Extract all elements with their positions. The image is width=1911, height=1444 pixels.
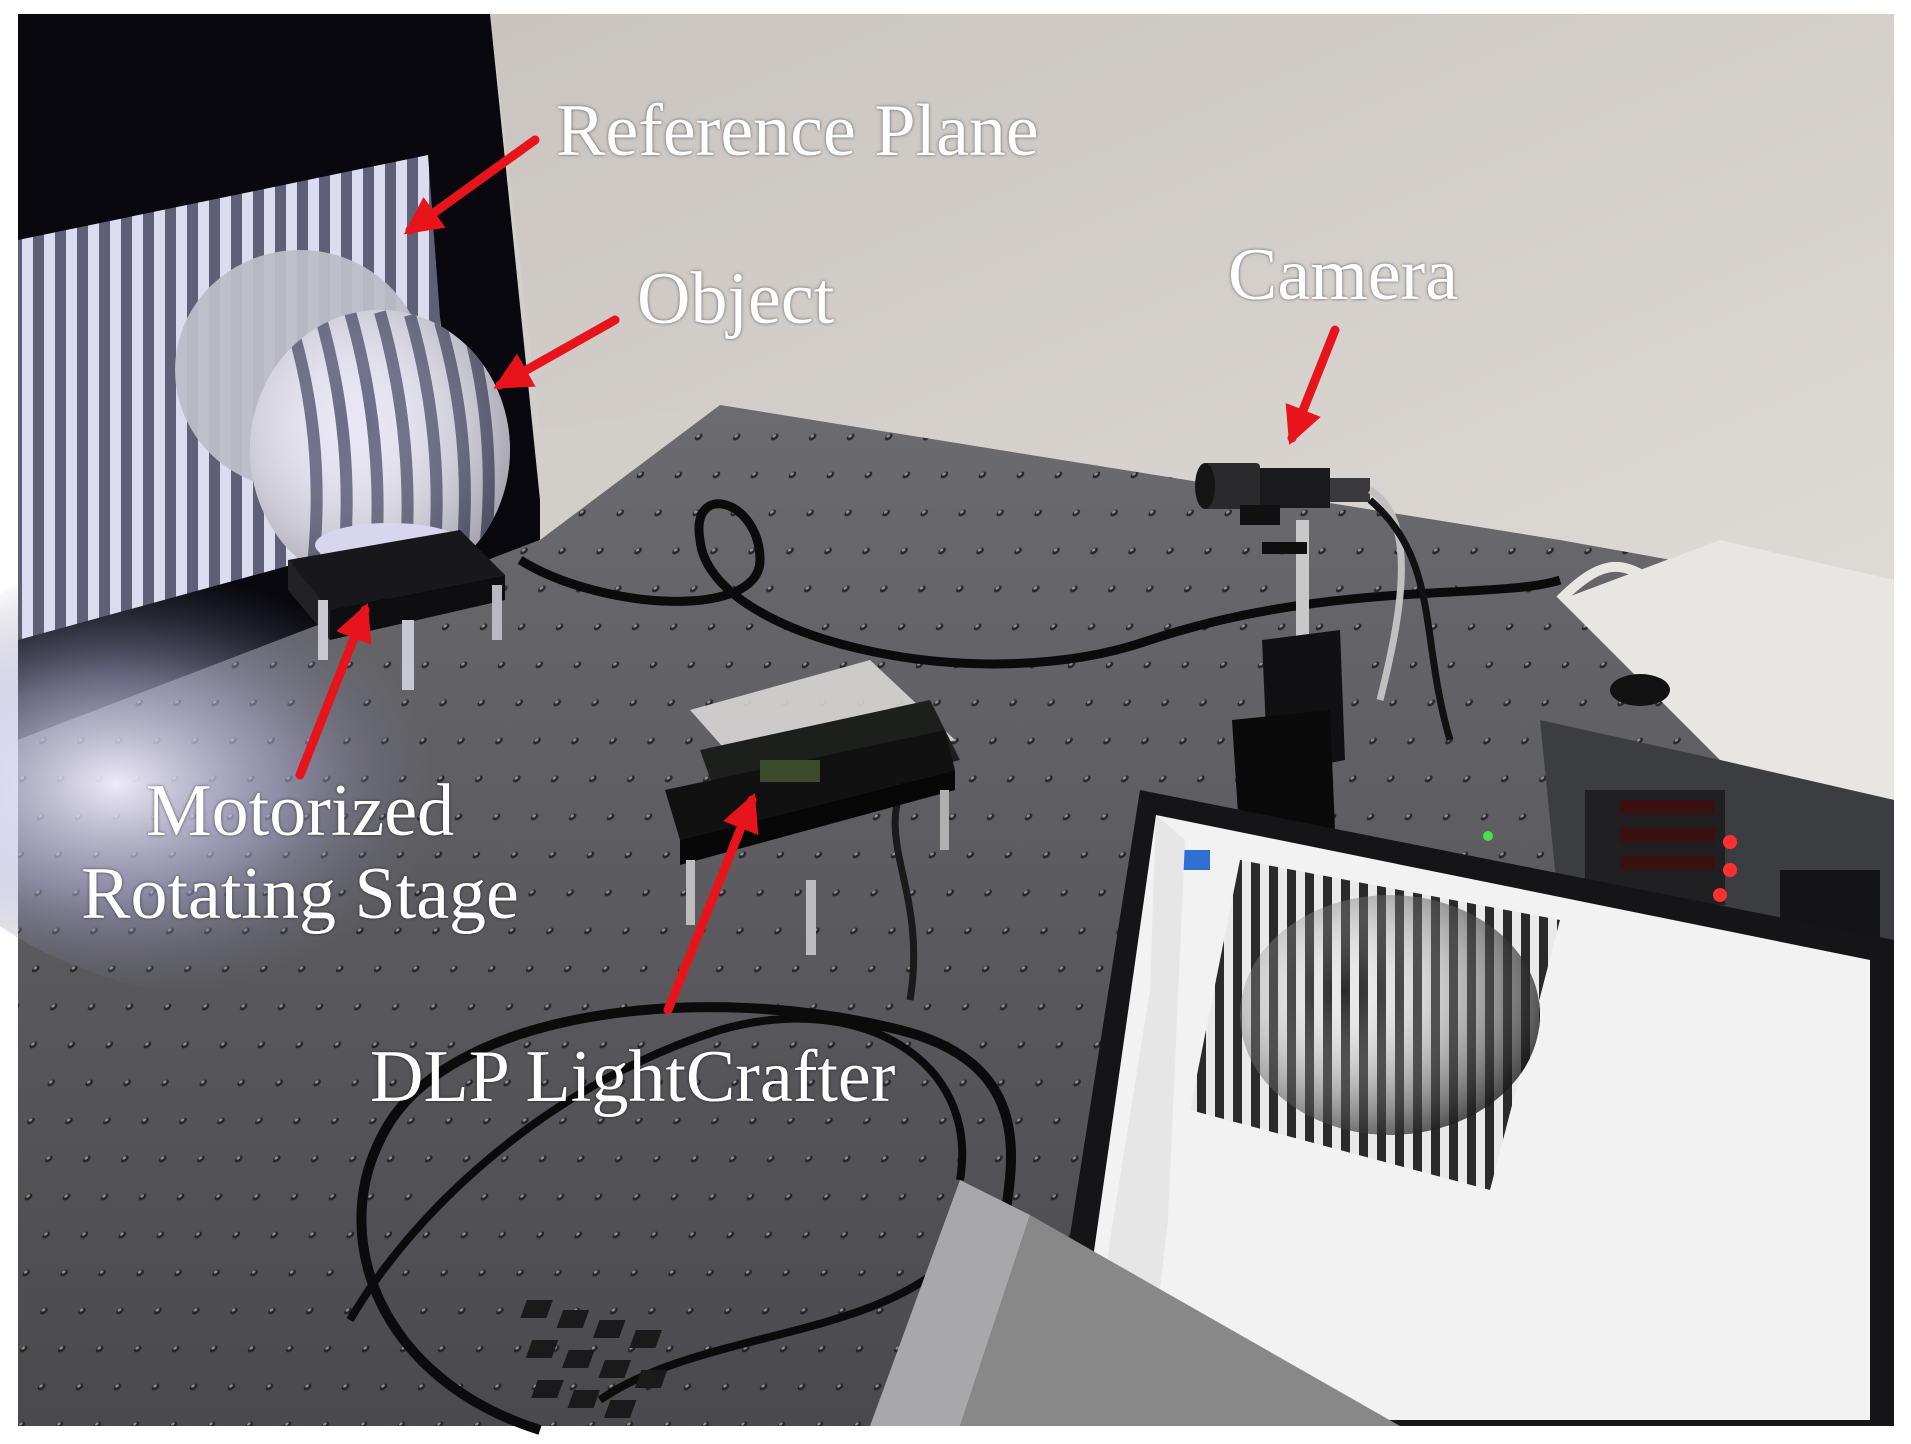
cable [517,499,1562,669]
arrow-reference-plane [403,135,540,235]
stage-label-line-1: Motorized [145,770,455,852]
stage-label-line-2: Rotating Stage [81,852,519,935]
wall [490,14,1894,600]
arrow-dlp [663,792,759,1015]
dlp-lightcrafter-device [665,660,960,955]
arrow-object [493,315,620,390]
arrow-camera [1285,325,1340,446]
camera-device [1195,463,1454,845]
camera-label: Camera [1228,234,1459,316]
cable [356,1002,1016,1435]
laptop [520,790,1894,1426]
rotating-stage [288,530,505,690]
dlp-lightcrafter-label: DLP LightCrafter [370,1036,896,1118]
arrow-rotating-stage [295,602,372,780]
object-label: Object [637,258,835,340]
reference-plane-label: Reference Plane [556,90,1039,172]
motorized-rotating-stage-label: Motorized Rotating Stage [40,770,560,936]
